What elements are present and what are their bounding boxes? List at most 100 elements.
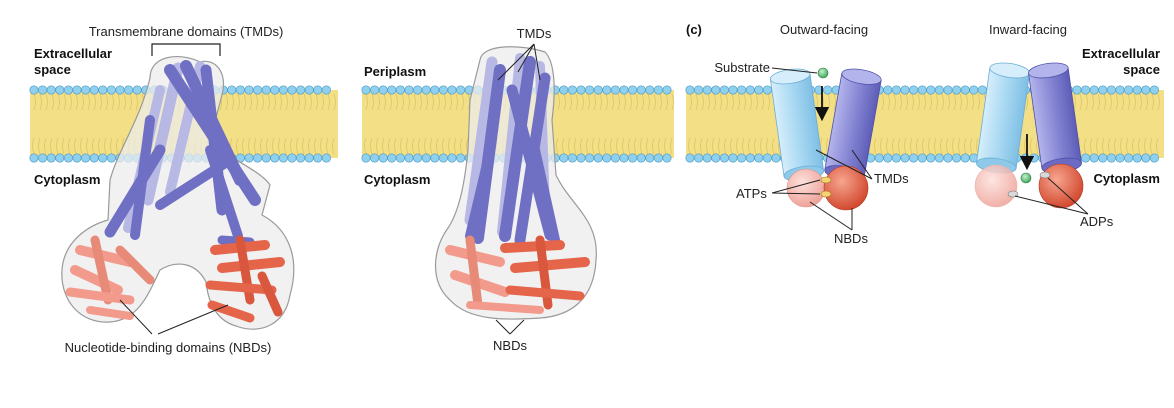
lipid-head <box>304 153 314 163</box>
lipid-head <box>1106 85 1116 95</box>
lipid-head <box>711 85 721 95</box>
lipid-head <box>891 85 901 95</box>
lipid-head <box>662 85 672 95</box>
lipid-head <box>934 153 944 163</box>
lipid-head <box>754 85 764 95</box>
lipid-head <box>762 85 772 95</box>
inward-facing-label: Inward-facing <box>989 22 1067 37</box>
panel-b: TMDs Periplasm Cytoplasm NBDs <box>364 26 597 353</box>
lipid-head <box>636 153 646 163</box>
inward-nbd-red <box>1038 163 1084 209</box>
lipid-head <box>737 153 747 163</box>
lipid-head <box>694 153 704 163</box>
lipid-head <box>636 85 646 95</box>
lipid-head <box>909 153 919 163</box>
lipid-head <box>106 153 116 163</box>
lipid-head <box>762 153 772 163</box>
lipid-head <box>81 85 91 95</box>
panel-a: Transmembrane domains (TMDs) Extracellul… <box>34 24 295 355</box>
lipid-head <box>46 153 56 163</box>
lipid-head <box>943 153 953 163</box>
lipid-head <box>628 85 638 95</box>
lipid-head <box>694 85 704 95</box>
lipid-head <box>745 85 755 95</box>
atps-pointer <box>771 179 821 195</box>
lipid-head <box>387 85 397 95</box>
lipid-head <box>771 153 781 163</box>
outward-nbd-red <box>823 165 869 211</box>
lipid-head <box>278 153 288 163</box>
cytoplasm-label-c: Cytoplasm <box>1094 171 1160 186</box>
lipid-head <box>29 153 39 163</box>
lipid-head <box>438 153 448 163</box>
lipid-head <box>124 85 134 95</box>
adps-label: ADPs <box>1080 214 1114 229</box>
tmd-helices-b <box>464 53 560 246</box>
panel-c-letter: (c) <box>686 22 702 37</box>
lipid-head <box>702 85 712 95</box>
lipid-head <box>567 85 577 95</box>
lipid-head <box>728 85 738 95</box>
lipid-head <box>585 85 595 95</box>
lipid-head <box>1098 153 1108 163</box>
lipid-head <box>874 153 884 163</box>
lipid-head <box>287 85 297 95</box>
lipid-head <box>645 153 655 163</box>
lipid-head <box>313 85 323 95</box>
nbd-left-a <box>65 235 155 320</box>
lipid-head <box>952 153 962 163</box>
atp-molecule <box>820 190 832 198</box>
lipid-head <box>361 153 371 163</box>
lipid-head <box>1115 85 1125 95</box>
lipid-head <box>593 153 603 163</box>
lipid-head <box>227 85 237 95</box>
lipid-head <box>261 85 271 95</box>
lipid-head <box>395 85 405 95</box>
lipid-head <box>628 153 638 163</box>
lipid-head <box>745 153 755 163</box>
lipid-head <box>702 153 712 163</box>
lipid-head <box>619 85 629 95</box>
lipid-head <box>304 85 314 95</box>
lipid-head <box>576 153 586 163</box>
lipid-head <box>883 85 893 95</box>
lipid-head <box>287 153 297 163</box>
lipid-head <box>98 153 108 163</box>
lipid-head <box>610 153 620 163</box>
lipid-head <box>685 85 695 95</box>
lipid-head <box>900 85 910 95</box>
lipid-head <box>89 85 99 95</box>
lipid-head <box>1081 153 1091 163</box>
lipid-head <box>421 153 431 163</box>
lipid-head <box>244 153 254 163</box>
lipid-head <box>404 85 414 95</box>
lipid-head <box>430 85 440 95</box>
lipid-head <box>63 85 73 95</box>
lipid-head <box>253 153 263 163</box>
lipid-head <box>1098 85 1108 95</box>
lipid-head <box>46 85 56 95</box>
lipid-head <box>1072 85 1082 95</box>
lipid-head <box>1149 85 1159 95</box>
lipid-head <box>559 85 569 95</box>
lipid-head <box>619 153 629 163</box>
lipid-head <box>576 85 586 95</box>
space-label-a: space <box>34 62 71 77</box>
lipid-head <box>909 85 919 95</box>
lipid-head <box>421 85 431 95</box>
atp-molecule <box>820 176 832 184</box>
nbd-b <box>445 235 590 314</box>
cytoplasm-label-a: Cytoplasm <box>34 172 100 187</box>
lipid-head <box>977 85 987 95</box>
membrane-panel-c <box>685 85 1164 163</box>
lipid-head <box>960 153 970 163</box>
outward-tmd-light-cylinder <box>769 68 825 182</box>
lipid-head <box>55 153 65 163</box>
adps-pointer <box>1014 177 1089 215</box>
lipid-head <box>38 153 48 163</box>
lipid-head <box>438 85 448 95</box>
lipid-head <box>1089 153 1099 163</box>
lipid-head <box>719 85 729 95</box>
substrate-molecule <box>817 67 829 79</box>
